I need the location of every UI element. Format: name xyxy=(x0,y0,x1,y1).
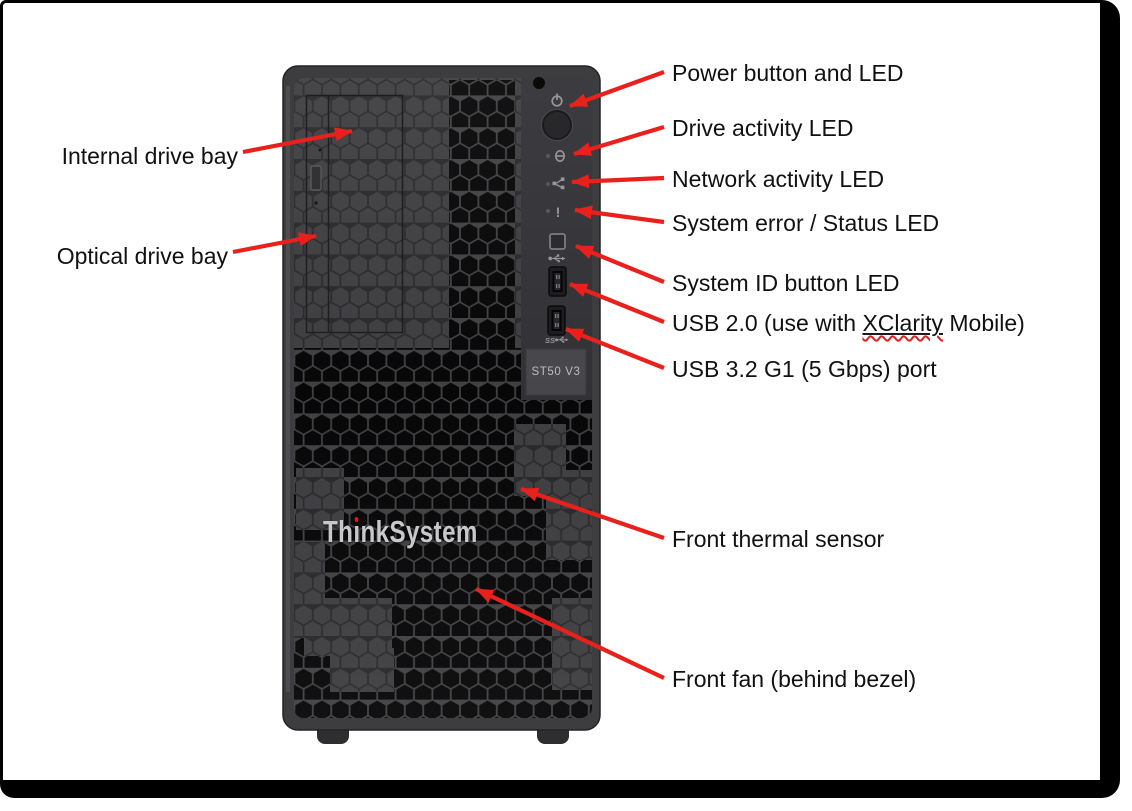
usb3-port xyxy=(547,305,566,336)
label-system-id-button-led: System ID button LED xyxy=(672,270,900,296)
label-internal-drive-bay: Internal drive bay xyxy=(61,143,238,169)
optical-drive-eject-button xyxy=(310,165,322,191)
logo-letter-i: ı xyxy=(353,514,361,549)
callout-arrow-power-button-led xyxy=(569,70,665,108)
label-power-button-led: Power button and LED xyxy=(672,60,904,86)
usb-symbol-icon xyxy=(548,254,566,263)
front-bezel-mesh xyxy=(294,78,592,718)
logo-red-dot-icon xyxy=(354,517,359,522)
callout-arrow-front-fan xyxy=(475,587,665,680)
power-button xyxy=(542,110,572,140)
label-usb2-spellcheck: XClarity xyxy=(862,310,943,336)
left-edge-highlight xyxy=(286,86,290,692)
top-screw xyxy=(533,77,545,89)
callout-arrow-front-thermal-sensor xyxy=(520,487,665,540)
emergency-eject-hole xyxy=(318,148,322,152)
power-symbol-icon xyxy=(551,93,563,107)
callout-arrow-drive-activity-led xyxy=(573,124,665,157)
callout-arrow-system-id-button-led xyxy=(575,244,665,284)
label-front-fan: Front fan (behind bezel) xyxy=(672,666,917,692)
label-usb2-pre: USB 2.0 (use with xyxy=(672,310,863,336)
usb2-port xyxy=(548,266,567,297)
callout-arrow-system-error-status-led xyxy=(574,205,665,225)
bay-screw-hole xyxy=(314,201,318,205)
system-error-led xyxy=(546,209,550,213)
label-drive-activity-led: Drive activity LED xyxy=(672,115,854,141)
power-button-rim xyxy=(541,109,573,141)
ss-usb-symbol-icon: SS xyxy=(545,336,569,345)
system-id-button xyxy=(549,233,566,250)
callout-arrow-internal-drive-bay xyxy=(242,127,353,155)
callout-arrow-usb-2-0-port xyxy=(569,282,665,324)
label-network-activity-led: Network activity LED xyxy=(672,166,885,192)
svg-text:SS: SS xyxy=(545,336,555,345)
system-error-led-icon: ! xyxy=(556,204,561,220)
label-system-error-status-led: System error / Status LED xyxy=(672,210,940,236)
label-usb-2-0-port: USB 2.0 (use with XClarity Mobile) xyxy=(672,310,1025,336)
logo-text-pre: Th xyxy=(323,514,354,549)
network-activity-led xyxy=(546,182,550,186)
label-front-thermal-sensor: Front thermal sensor xyxy=(672,526,885,552)
drive-activity-led xyxy=(546,154,550,158)
label-optical-drive-bay: Optical drive bay xyxy=(56,243,228,269)
drive-activity-led-icon xyxy=(554,150,565,163)
callout-arrows xyxy=(232,70,665,680)
image-border-frame xyxy=(0,0,1120,798)
callout-arrow-usb-3-2-port xyxy=(565,327,665,370)
model-badge: ST50 V3 xyxy=(531,366,581,378)
label-usb-3-2-port: USB 3.2 G1 (5 Gbps) port xyxy=(672,356,937,382)
network-activity-led-icon xyxy=(552,177,565,190)
callout-arrow-optical-drive-bay xyxy=(232,232,317,255)
label-usb2-post: Mobile) xyxy=(942,310,1025,336)
callout-arrow-network-activity-led xyxy=(571,174,665,189)
logo-text-post: nkSystem xyxy=(360,514,478,549)
